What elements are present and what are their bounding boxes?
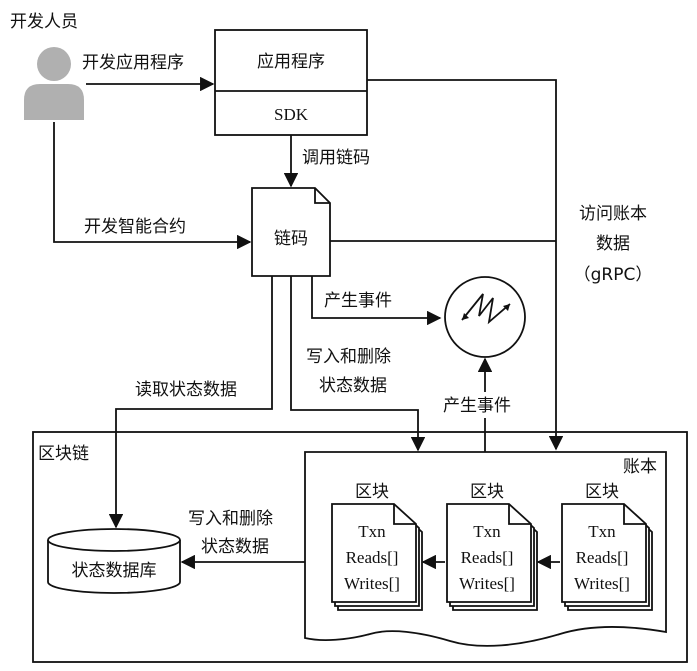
- block-title: 区块: [355, 482, 389, 502]
- developer-user-icon: [24, 47, 84, 120]
- block-txn: Txn: [473, 522, 501, 541]
- application-title: 应用程序: [257, 52, 325, 72]
- statedb-write-label-1: 写入和删除: [188, 509, 273, 529]
- application-box: [214, 29, 368, 136]
- read-state-label: 读取状态数据: [135, 380, 237, 400]
- write-delete-arrow: [290, 276, 426, 452]
- svg-text:访问账本: 访问账本: [579, 204, 647, 224]
- write-delete-label-1: 写入和删除: [306, 347, 391, 367]
- ledger-label: 账本: [623, 457, 657, 477]
- access-ledger-arrow: [367, 79, 564, 451]
- develop-contract-label: 开发智能合约: [84, 217, 186, 237]
- develop-app-label: 开发应用程序: [82, 53, 184, 73]
- block-writes: Writes[]: [574, 574, 630, 593]
- write-delete-label-2: 状态数据: [319, 376, 387, 396]
- chaincode-document: [251, 187, 331, 277]
- block-reads: Reads[]: [346, 548, 399, 567]
- block-reads: Reads[]: [576, 548, 629, 567]
- event-zigzag-icon: [461, 293, 511, 325]
- developer-label: 开发人员: [10, 12, 78, 32]
- chaincode-label: 链码: [274, 229, 308, 249]
- sdk-label: SDK: [274, 105, 309, 124]
- block-txn: Txn: [358, 522, 386, 541]
- block-title: 区块: [470, 482, 504, 502]
- block-title: 区块: [585, 482, 619, 502]
- block-2: 区块 Txn Reads[] Writes[]: [446, 482, 538, 611]
- events-emitted-label: 产生事件: [443, 396, 511, 416]
- block-1: 区块 Txn Reads[] Writes[]: [331, 482, 423, 611]
- state-database-label: 状态数据库: [72, 561, 157, 581]
- event-circle: [444, 276, 526, 358]
- read-state-arrow: [108, 276, 273, 529]
- svg-text:（gRPC）: （gRPC）: [574, 265, 653, 285]
- emit-event-arrow: [311, 276, 442, 326]
- develop-contract-arrow: [53, 122, 252, 250]
- block-reads: Reads[]: [461, 548, 514, 567]
- block-writes: Writes[]: [459, 574, 515, 593]
- block-writes: Writes[]: [344, 574, 400, 593]
- state-database-cylinder: [47, 528, 181, 594]
- svg-text:数据: 数据: [596, 234, 630, 254]
- blockchain-label: 区块链: [38, 444, 89, 464]
- emit-event-label: 产生事件: [324, 291, 392, 311]
- statedb-write-label-2: 状态数据: [201, 537, 269, 557]
- access-ledger-label: 访问账本 数据 （gRPC）: [566, 198, 676, 294]
- blockchain-container: [32, 431, 688, 663]
- block-txn: Txn: [588, 522, 616, 541]
- block-3: 区块 Txn Reads[] Writes[]: [561, 482, 653, 611]
- invoke-chaincode-label: 调用链码: [302, 148, 370, 168]
